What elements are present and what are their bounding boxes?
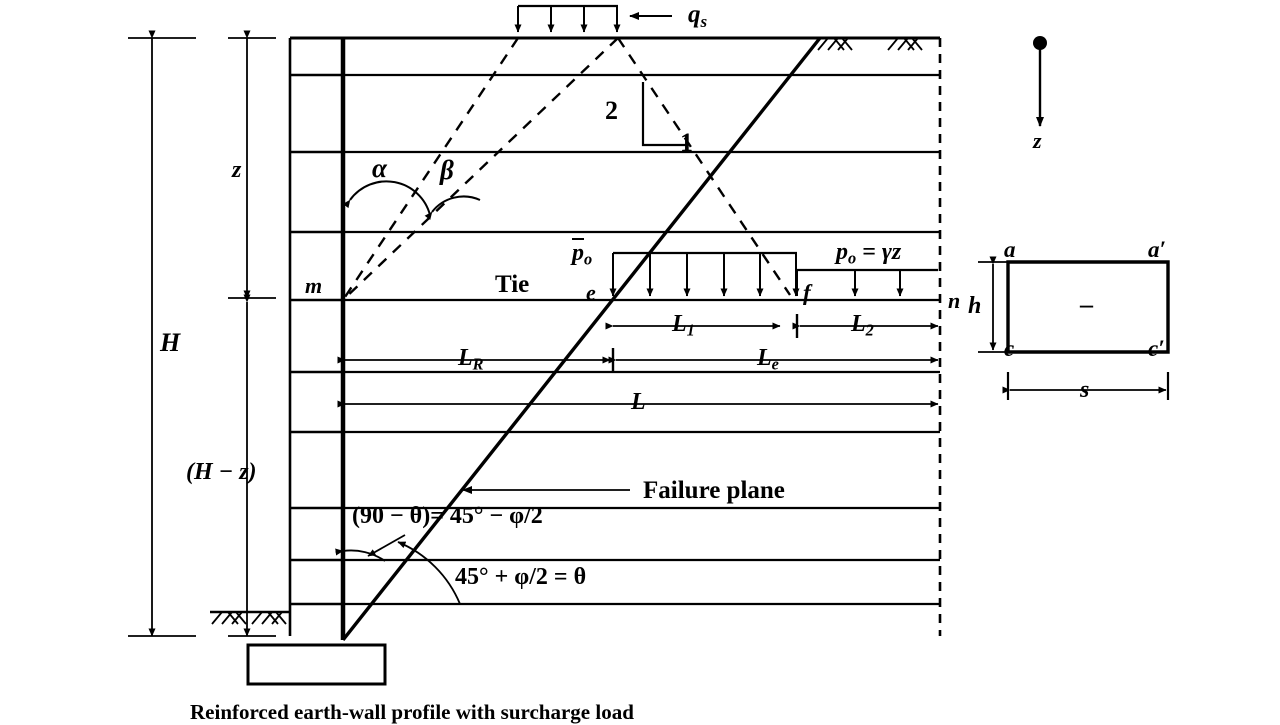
tie-label: Tie — [495, 271, 530, 298]
dimension-h-label: h — [968, 293, 982, 319]
point-f-label: f — [803, 280, 811, 305]
theta-complement-label: (90 − θ)= 45° − φ/2 — [352, 503, 543, 529]
dimension-H-label: H — [160, 328, 181, 357]
point-n-label: n — [948, 288, 961, 313]
dimension-H-minus-z-label: (H − z) — [186, 459, 257, 485]
theta-label: 45° + φ/2 = θ — [455, 564, 587, 590]
alpha-label: α — [372, 153, 387, 183]
reinforcement-tie-layers — [343, 73, 940, 606]
point-c-label: c — [1004, 336, 1015, 361]
figure-caption: Reinforced earth-wall profile with surch… — [190, 700, 634, 724]
dimension-s-label: s — [1080, 377, 1090, 403]
surcharge-label: qs — [688, 1, 708, 31]
pressure-diagram-p-bar — [609, 251, 800, 297]
wall-footing — [246, 643, 387, 686]
point-a-label: a — [1004, 237, 1016, 262]
dimension-LR-label: LR — [458, 345, 484, 374]
theta-complement-arc — [335, 534, 406, 562]
dimension-L-label: L — [631, 389, 646, 415]
depth-z-arrow-label: z — [1033, 128, 1042, 153]
point-m-label: m — [305, 273, 323, 298]
beta-angle-arc — [424, 195, 481, 221]
beta-label: β — [440, 155, 454, 185]
failure-plane-label: Failure plane — [643, 477, 785, 504]
tributary-area-detail — [978, 256, 1170, 400]
slope-run-label: 1 — [680, 128, 693, 157]
surcharge-load-group — [514, 4, 672, 33]
slope-rise-label: 2 — [605, 96, 618, 125]
failure-plane-line — [341, 36, 822, 642]
dimension-L1 — [605, 314, 799, 338]
detail-minus-sign: – — [1080, 290, 1093, 319]
pressure-diagram-p-o — [796, 268, 938, 297]
point-a-prime-label: a′ — [1148, 237, 1166, 262]
dimension-H — [128, 30, 196, 637]
pressure-p-bar-label: po — [572, 238, 593, 269]
dimension-L1-label: L1 — [672, 311, 695, 340]
dimension-H-minus-z — [228, 294, 276, 637]
dimension-L2-label: L2 — [851, 311, 874, 340]
depth-z-indicator — [1033, 36, 1047, 127]
wall-facing-panels — [288, 38, 346, 640]
pressure-po-label: po = γz — [836, 239, 902, 268]
dimension-Le-label: Le — [757, 345, 779, 374]
point-c-prime-label: c′ — [1148, 336, 1165, 361]
ground-hatch-base-left — [210, 610, 290, 625]
dimension-z — [228, 30, 276, 299]
surcharge-2to1-distribution — [342, 37, 791, 301]
dimension-z-label: z — [232, 157, 242, 183]
point-e-label: e — [586, 280, 596, 305]
slope-ratio-indicator — [641, 82, 688, 147]
ground-hatch-top-right — [817, 37, 923, 51]
alpha-angle-arc — [342, 180, 431, 216]
theta-angle-arc — [397, 541, 461, 605]
